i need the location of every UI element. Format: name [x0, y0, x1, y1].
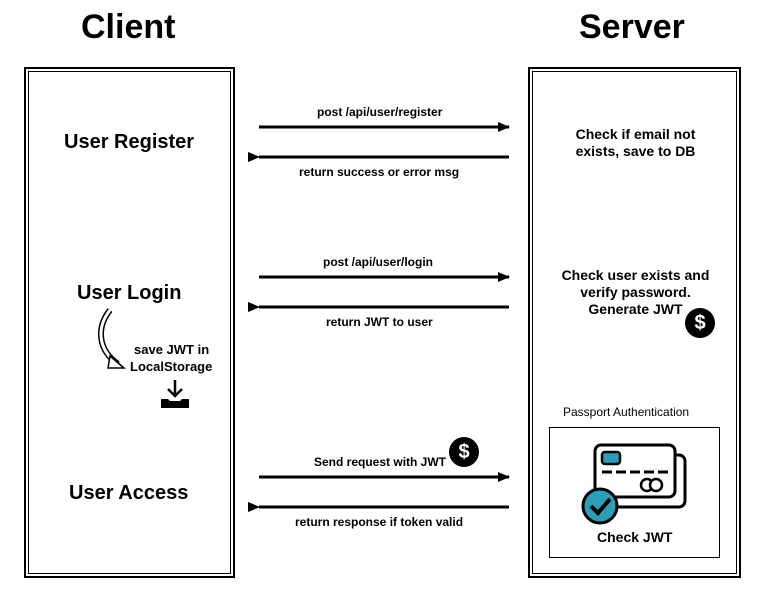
server-login-note: Check user exists and verify password. G… — [553, 267, 718, 318]
credit-card-check-icon — [581, 443, 687, 525]
curved-arrow-icon — [97, 308, 127, 369]
server-register-line2: exists, save to DB — [575, 143, 696, 159]
server-lane — [528, 67, 741, 578]
server-heading: Server — [579, 8, 685, 46]
user-access-label: User Access — [69, 482, 189, 504]
server-register-line1: Check if email not — [575, 126, 696, 142]
login-response-label: return JWT to user — [326, 315, 433, 329]
save-jwt-line1: save JWT in — [134, 342, 210, 357]
server-register-note: Check if email not exists, save to DB — [553, 126, 718, 160]
register-request-label: post /api/user/register — [317, 105, 443, 119]
passport-label: Passport Authentication — [563, 405, 690, 419]
user-register-label: User Register — [64, 131, 195, 153]
server-login-line3: Generate JWT — [588, 301, 683, 317]
access-request-label: Send request with JWT — [314, 455, 447, 469]
login-request-label: post /api/user/login — [323, 255, 434, 269]
dollar-coin-icon: $ — [449, 437, 479, 467]
save-jwt-line2: LocalStorage — [130, 359, 213, 374]
access-response-label: return response if token valid — [295, 515, 464, 529]
check-jwt-label: Check JWT — [597, 529, 673, 545]
dollar-coin-icon: $ — [685, 308, 715, 338]
download-tray-icon — [161, 380, 189, 408]
server-login-line1: Check user exists and — [561, 267, 710, 283]
register-response-label: return success or error msg — [299, 165, 460, 179]
passport-box: Check JWT — [549, 427, 720, 558]
client-lane — [24, 67, 235, 578]
client-heading: Client — [81, 8, 176, 46]
user-login-label: User Login — [77, 282, 182, 304]
server-login-line2: verify password. — [580, 284, 691, 300]
